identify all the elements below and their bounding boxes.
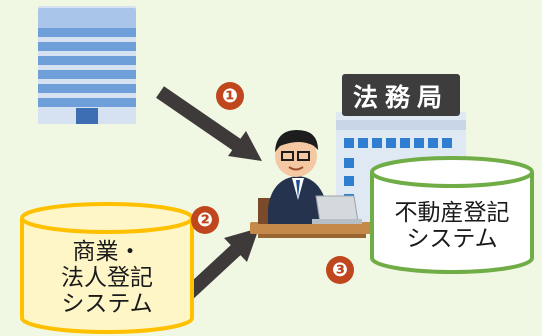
step-2-badge: ❷ bbox=[191, 206, 219, 234]
commercial-registration-label: 商業・ 法人登記 システム bbox=[22, 228, 192, 330]
real-estate-registration-label: 不動産登記 システム bbox=[372, 186, 532, 268]
arrow-2 bbox=[179, 228, 259, 304]
real-estate-registration-cylinder bbox=[370, 156, 534, 274]
step-1-badge: ❶ bbox=[216, 82, 244, 110]
right-label-line-2: システム bbox=[406, 226, 498, 252]
office-worker-at-laptop-icon bbox=[258, 130, 362, 224]
desk bbox=[250, 222, 372, 238]
bureau-sign-text: 法務局 bbox=[352, 83, 449, 112]
left-label-line-1: 商業・ bbox=[72, 239, 142, 266]
office-building-icon bbox=[38, 6, 136, 124]
bureau-sign bbox=[342, 74, 460, 116]
arrow-1 bbox=[156, 86, 262, 161]
commercial-registration-cylinder bbox=[20, 202, 194, 334]
right-label-line-1: 不動産登記 bbox=[394, 200, 510, 227]
step-3-badge: ❸ bbox=[326, 256, 354, 284]
left-label-line-3: システム bbox=[61, 290, 153, 317]
left-label-line-2: 法人登記 bbox=[61, 265, 153, 292]
